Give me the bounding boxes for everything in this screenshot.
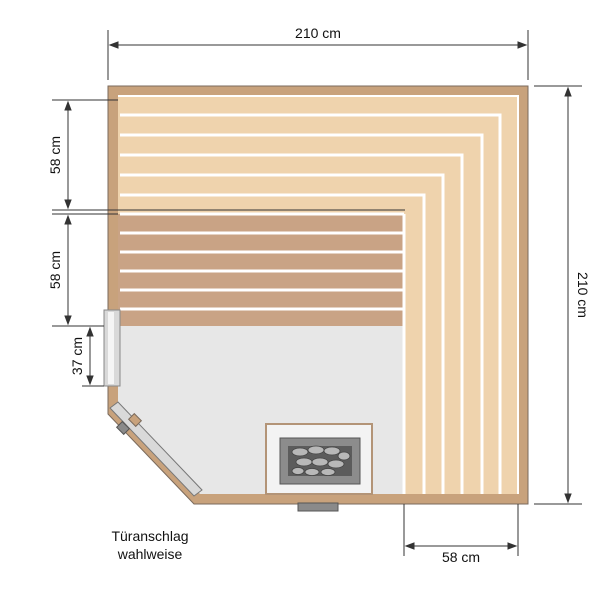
lower-bench-slats [120,231,404,311]
upper-bench-slats [120,113,502,494]
heater-vent [297,502,339,512]
lower-bench-depth-label: 58 cm [47,251,63,289]
door-handle-outer [115,420,131,436]
interior-outline [118,95,519,494]
total-width-label: 210 cm [295,25,341,41]
side-bench-width-label: 58 cm [442,549,480,565]
dimension-lines [52,30,582,556]
door-hinge-note-line2: wahlweise [117,546,183,562]
door-side-length-label: 37 cm [69,337,85,375]
glass-door [109,401,203,497]
door-hinge-note-line1: Türanschlag [111,528,188,544]
total-depth-label: 210 cm [575,272,591,318]
heater-stones [291,445,351,476]
sauna-heater [265,423,373,495]
door-handle-inner [127,412,143,428]
upper-bench-depth-label: 58 cm [47,136,63,174]
